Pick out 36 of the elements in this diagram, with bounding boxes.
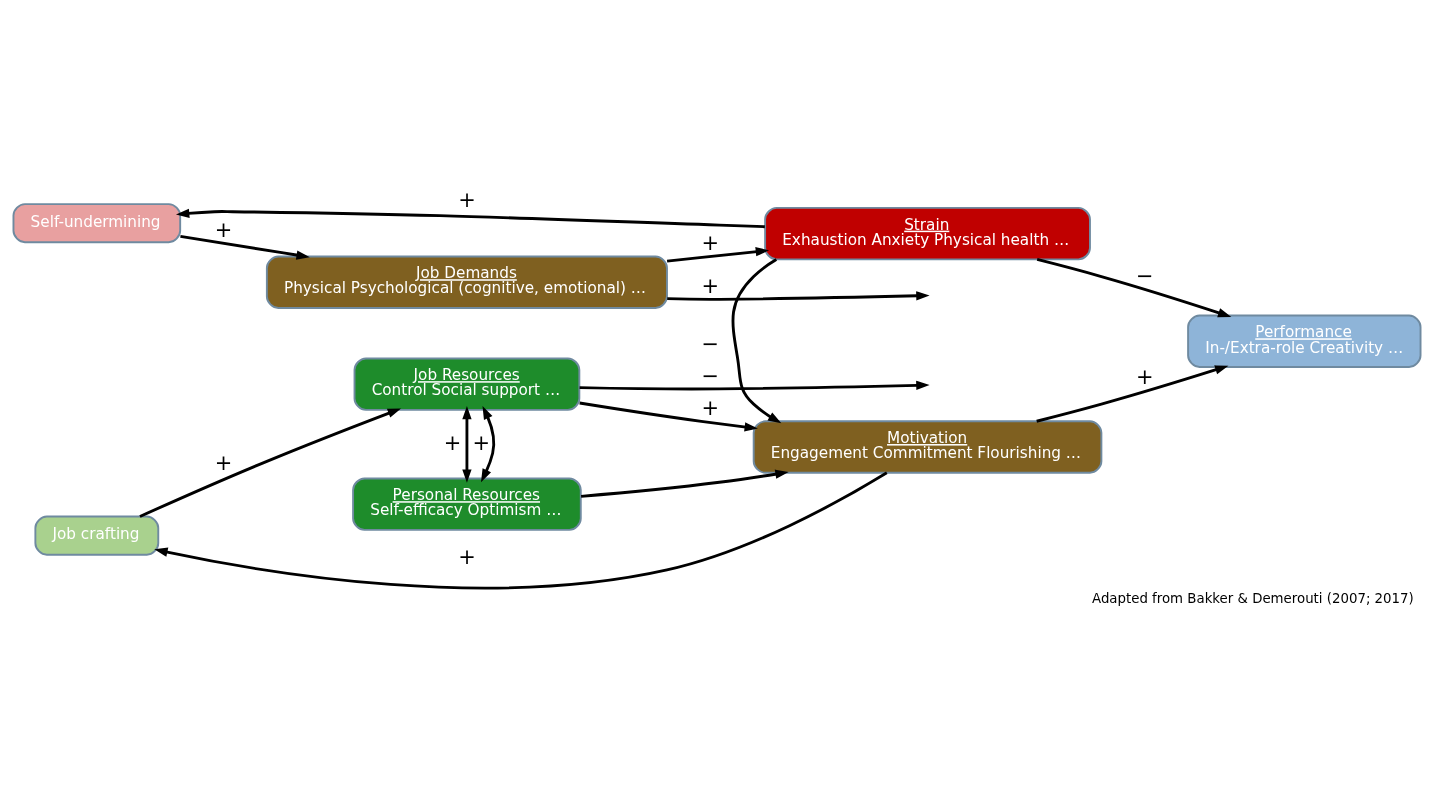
edge-label: + <box>458 544 476 569</box>
edge-label: − <box>701 331 720 356</box>
node-box: Job Demands Physical Psychological (cognitive, emotional) … <box>265 255 668 309</box>
arrow <box>667 290 930 301</box>
edge-label: − <box>1135 263 1154 288</box>
node-box: Performance In-/Extra-role Creativity … <box>1187 314 1422 368</box>
node-box: Job crafting <box>34 515 160 556</box>
edge-label: + <box>214 450 233 475</box>
edge-label: + <box>701 230 720 255</box>
arrow <box>462 405 472 483</box>
edge-label: − <box>701 363 720 388</box>
arrow <box>175 208 765 228</box>
node-box: Motivation Engagement Commitment Flourishing … <box>752 419 1103 474</box>
arrow <box>579 380 930 390</box>
arrow <box>481 405 496 482</box>
arrow <box>154 471 888 589</box>
arrow <box>666 246 770 263</box>
arrow <box>1036 257 1232 317</box>
arrow <box>139 407 402 518</box>
arrow <box>580 469 789 498</box>
node-box: Job Resources Control Social support … <box>353 356 581 411</box>
arrow <box>731 257 782 423</box>
caption: Adapted from Bakker & Demerouti (2007; 2017) <box>1092 590 1414 606</box>
edge-label: + <box>701 395 720 420</box>
node-box: Strain Exhaustion Anxiety Physical health … <box>764 206 1091 260</box>
edge-label: + <box>458 187 476 212</box>
edge-label: + <box>701 273 720 298</box>
arrow <box>1036 364 1229 423</box>
edge-label: + <box>472 430 490 454</box>
edge-label: + <box>1135 364 1154 389</box>
node-box: Personal Resources Self-efficacy Optimism … <box>352 477 582 531</box>
arrow <box>579 401 758 432</box>
arrow <box>180 234 310 260</box>
edge-label: + <box>214 217 233 242</box>
node-box: Self-undermining <box>12 202 182 243</box>
edge-label: + <box>443 430 462 454</box>
